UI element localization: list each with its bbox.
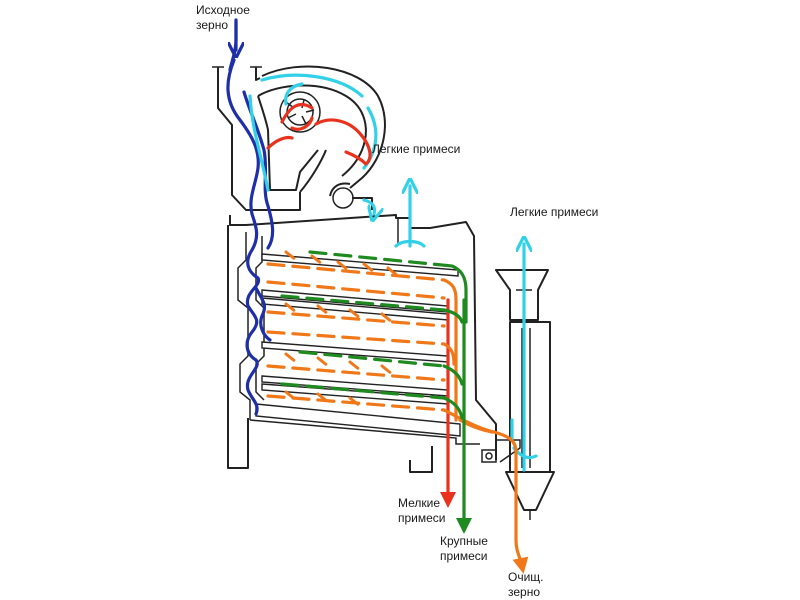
sieve-4 [261,375,449,405]
aspiration-column [495,269,555,520]
label-input-grain-1: Исходное [196,3,250,17]
outlet-valve [481,449,497,463]
label-coarse-impurities-1: Крупные [440,534,488,548]
label-coarse-impurities-2: примеси [440,549,488,563]
label-light-impurities-top: Легкие примеси [372,142,460,156]
aspiration-chamber [212,65,386,211]
light-impurities-flow [266,102,372,166]
label-cleaned-grain-2: зерно [508,585,540,599]
fine-impurities-flow [266,250,529,574]
coarse-impurities-flow [280,250,472,534]
sieve-housing [227,214,521,473]
label-light-impurities-right: Легкие примеси [510,205,598,219]
sieve-1 [261,253,459,277]
label-fine-impurities-2: примеси [398,511,446,525]
label-cleaned-grain-1: Очищ. [508,570,544,584]
label-fine-impurities-1: Мелкие [398,496,440,510]
label-input-grain-2: зерно [196,18,228,32]
